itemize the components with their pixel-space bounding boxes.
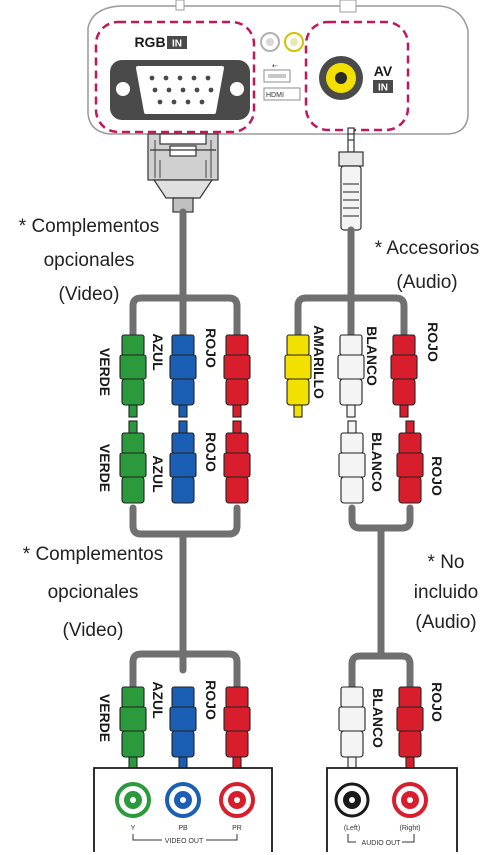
cables: [129, 208, 414, 694]
note-line: opcionales: [43, 250, 135, 271]
rca-plug-red: [223, 420, 251, 504]
label-rojo: ROJO: [203, 328, 219, 368]
label-rojo: ROJO: [429, 456, 445, 496]
plug-color-labels: VERDE AZUL ROJO AMARILLO BLANCO ROJO VER…: [97, 322, 445, 748]
label-azul: AZUL: [150, 681, 166, 719]
label-verde: VERDE: [97, 444, 113, 492]
rca-plug-red: [223, 334, 251, 418]
rca-plugs: [119, 334, 424, 770]
usb-icon: ⇠: [272, 63, 278, 70]
video-out-caption: VIDEO OUT: [165, 838, 204, 845]
video-source-device: Y PB PR VIDEO OUT: [93, 767, 273, 852]
rca-plug-yellow: [284, 334, 312, 418]
audio-jack-left: [334, 782, 370, 818]
label-blanco: BLANCO: [370, 688, 386, 748]
hdmi-label: HDMI: [266, 92, 284, 99]
rca-plug-blue: [169, 686, 197, 770]
audio-jack-right: [392, 782, 428, 818]
projector-rear-panel: RGB IN ⇠ HDMI: [87, 0, 469, 135]
av-label: AV: [374, 63, 393, 79]
label-verde: VERDE: [97, 348, 113, 396]
note-line: * Complementos: [18, 216, 160, 237]
video-jack-pr: [219, 782, 255, 818]
av-port-highlight: [304, 20, 410, 132]
jack-label-left: (Left): [344, 825, 360, 832]
note-video-optional-bottom: * Complementos opcionales (Video): [8, 536, 178, 650]
rca-plug-green: [119, 334, 147, 418]
label-rojo: ROJO: [203, 432, 219, 472]
audio-out-caption: AUDIO OUT: [362, 840, 402, 847]
mini-jack-plug: [338, 127, 364, 231]
rca-plug-red: [396, 420, 424, 504]
note-line: * Accesorios: [374, 238, 480, 259]
label-rojo: ROJO: [203, 680, 219, 720]
label-azul: AZUL: [150, 333, 166, 371]
label-azul: AZUL: [150, 455, 166, 493]
rca-plug-red: [390, 334, 418, 418]
rgb-label: RGB: [134, 34, 165, 50]
note-audio-not-included: * No incluido (Audio): [404, 548, 488, 638]
note-video-optional-top: * Complementos opcionales (Video): [4, 210, 174, 312]
rca-plug-red: [396, 686, 424, 770]
video-jack-pb: [165, 782, 201, 818]
rca-plug-white: [338, 420, 366, 504]
note-line: (Audio): [415, 612, 477, 633]
rca-plug-white: [338, 686, 366, 770]
rca-plug-red: [223, 686, 251, 770]
jack-label-pb: PB: [178, 825, 188, 832]
audio-source-device: (Left) (Right) AUDIO OUT: [326, 767, 458, 852]
jack-label-pr: PR: [232, 825, 242, 832]
note-line: incluido: [413, 582, 479, 603]
jack-label-y: Y: [131, 825, 136, 832]
rca-plug-blue: [169, 420, 197, 504]
rgb-in-badge: IN: [172, 39, 182, 50]
note-line: opcionales: [47, 582, 139, 603]
rca-plug-blue: [169, 334, 197, 418]
jack-label-right: (Right): [399, 825, 420, 832]
video-jack-y: [115, 782, 151, 818]
vga-cable-plug: [147, 133, 219, 213]
vga-port: [110, 60, 250, 120]
rca-plug-green: [119, 420, 147, 504]
note-line: * No: [427, 552, 465, 573]
note-line: (Video): [58, 284, 120, 305]
av-in-badge: IN: [378, 83, 388, 94]
label-rojo: ROJO: [429, 682, 445, 722]
label-blanco: BLANCO: [364, 326, 380, 386]
note-audio-accessories: * Accesorios (Audio): [364, 232, 490, 300]
label-rojo: ROJO: [425, 322, 441, 362]
note-line: (Audio): [396, 272, 458, 293]
rca-plug-white: [337, 334, 365, 418]
rca-plug-green: [119, 686, 147, 770]
av-jack: [319, 56, 363, 100]
rgb-port-highlight: [94, 20, 256, 134]
label-verde: VERDE: [97, 694, 113, 742]
label-blanco: BLANCO: [369, 432, 385, 492]
hdmi-port: [263, 87, 301, 101]
note-line: * Complementos: [22, 544, 164, 565]
note-line: (Video): [62, 620, 124, 641]
label-amarillo: AMARILLO: [311, 325, 327, 399]
